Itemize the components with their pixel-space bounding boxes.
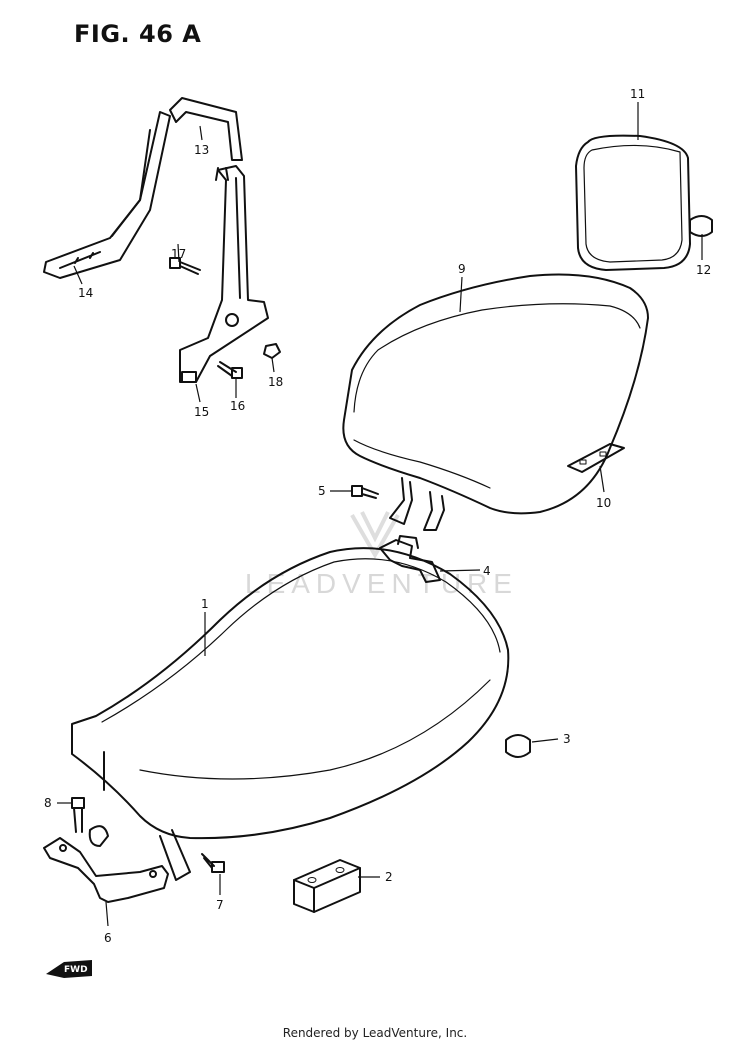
figure-title: FIG. 46 A — [74, 20, 202, 48]
leader-9 — [459, 276, 463, 313]
main-seat — [71, 547, 510, 881]
leader-17 — [177, 243, 180, 263]
sissy-bar — [169, 97, 269, 383]
bolt-16 — [217, 361, 243, 379]
fwd-marker: FWD — [46, 960, 92, 978]
callout-2: 2 — [385, 870, 393, 884]
leader-13 — [199, 125, 203, 141]
leader-10 — [599, 465, 605, 493]
leader-18 — [271, 357, 275, 373]
callout-6: 6 — [104, 931, 112, 945]
leader-4 — [439, 569, 481, 572]
bracket-4 — [379, 535, 441, 583]
callout-14: 14 — [78, 286, 93, 300]
plate-10 — [567, 443, 625, 473]
callout-18: 18 — [268, 375, 283, 389]
nut-18 — [263, 343, 281, 359]
callout-1: 1 — [201, 597, 209, 611]
leader-3 — [531, 738, 559, 743]
callout-12: 12 — [696, 263, 711, 277]
passenger-seat — [342, 273, 649, 531]
callout-16: 16 — [230, 399, 245, 413]
footer-credit: Rendered by LeadVenture, Inc. — [282, 1026, 468, 1040]
callout-4: 4 — [483, 564, 491, 578]
leader-15 — [195, 383, 201, 403]
leader-14 — [73, 265, 83, 285]
bolt-7 — [201, 853, 225, 873]
watermark-logo — [350, 511, 400, 560]
bolt-5 — [351, 485, 379, 499]
backrest-pad — [575, 134, 691, 271]
callout-8: 8 — [44, 796, 52, 810]
knob-12 — [689, 215, 713, 237]
fwd-label: FWD — [64, 965, 88, 975]
watermark-text: LEADVENTURE — [245, 568, 518, 599]
bolt-8 — [71, 797, 85, 833]
callout-15: 15 — [194, 405, 209, 419]
callout-5: 5 — [318, 484, 326, 498]
callout-labels: 1 2 3 4 5 6 7 8 9 10 11 12 13 14 15 16 1… — [44, 87, 711, 945]
callout-17: 17 — [171, 247, 186, 261]
leader-lines — [57, 102, 703, 927]
watermark: LEADVENTURE — [245, 511, 518, 599]
leader-6 — [105, 901, 109, 927]
bolt-17 — [169, 257, 201, 275]
callout-9: 9 — [458, 262, 466, 276]
callout-13: 13 — [194, 143, 209, 157]
hinge-bracket-6 — [43, 825, 169, 903]
callout-11: 11 — [630, 87, 645, 101]
knob-3 — [505, 734, 531, 758]
callout-10: 10 — [596, 496, 611, 510]
block-2 — [293, 859, 361, 913]
callout-7: 7 — [216, 898, 224, 912]
callout-3: 3 — [563, 732, 571, 746]
grab-rail — [43, 111, 171, 279]
